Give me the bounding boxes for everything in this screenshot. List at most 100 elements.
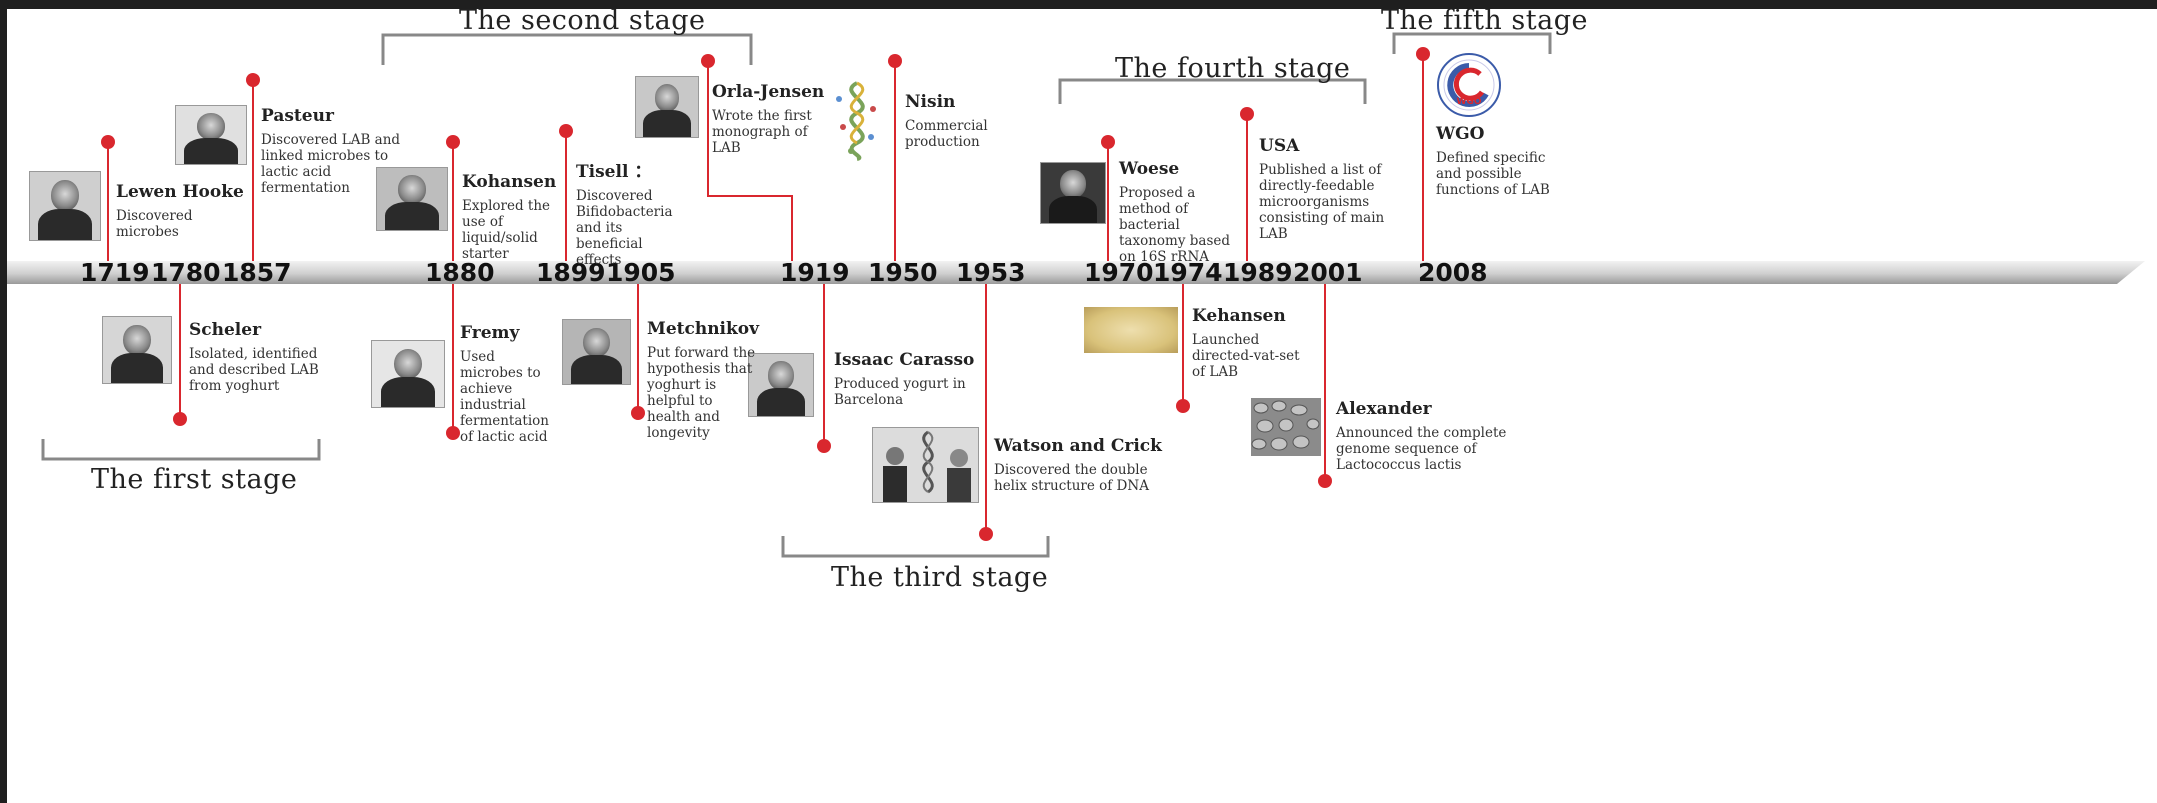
year-2008: 2008 bbox=[1418, 258, 1488, 287]
year-1899: 1899 bbox=[536, 258, 606, 287]
wgo-logo: WGO bbox=[1436, 52, 1502, 118]
connector-line-orla-jensen bbox=[707, 61, 793, 261]
year-1970: 1970 bbox=[1084, 258, 1154, 287]
timeline-axis bbox=[7, 261, 2145, 284]
kehansen-powder-photo bbox=[1084, 307, 1178, 353]
year-1905: 1905 bbox=[606, 258, 676, 287]
wgo-globe-icon bbox=[1437, 53, 1501, 117]
event-description: Launched directed-vat-set of LAB bbox=[1192, 332, 1300, 380]
marker-dot-kehansen bbox=[1176, 399, 1190, 413]
kohansen-portrait bbox=[376, 167, 448, 231]
metchnikov-portrait bbox=[562, 319, 631, 385]
marker-dot-usa bbox=[1240, 107, 1254, 121]
event-orla-jensen: Orla-Jensen Wrote the first monograph of… bbox=[712, 82, 825, 156]
event-name: WGO bbox=[1436, 124, 1485, 144]
event-woese: Woese Proposed a method of bacterial tax… bbox=[1119, 159, 1244, 265]
marker-dot-tisell bbox=[559, 124, 573, 138]
event-wgo: WGO Defined specific and possible functi… bbox=[1436, 124, 1556, 198]
marker-dot-pasteur bbox=[246, 73, 260, 87]
fifth-stage-bracket bbox=[1392, 32, 1552, 54]
first-stage-label: The first stage bbox=[91, 464, 298, 495]
event-lewen-hooke: Lewen Hooke Discovered microbes bbox=[116, 182, 244, 240]
event-fremy: Fremy Used microbes to achieve industria… bbox=[460, 323, 556, 445]
event-name: USA bbox=[1259, 136, 1300, 156]
marker-dot-watson-crick bbox=[979, 527, 993, 541]
second-stage-bracket bbox=[381, 33, 753, 65]
marker-dot-alexander bbox=[1318, 474, 1332, 488]
dna-model-icon bbox=[873, 428, 978, 502]
pasteur-portrait bbox=[175, 105, 247, 165]
first-stage-bracket bbox=[41, 439, 321, 461]
event-tisell: Tisell ： Discovered Bifidobacteria and i… bbox=[576, 157, 686, 268]
fifth-stage-label: The fifth stage bbox=[1381, 9, 1588, 36]
event-name: Kohansen bbox=[462, 172, 557, 192]
year-1919: 1919 bbox=[780, 258, 850, 287]
event-name: Metchnikov bbox=[647, 319, 760, 339]
year-1880: 1880 bbox=[425, 258, 495, 287]
event-kehansen: Kehansen Launched directed-vat-set of LA… bbox=[1192, 306, 1307, 380]
marker-dot-scheler bbox=[173, 412, 187, 426]
marker-dot-lewen-hooke bbox=[101, 135, 115, 149]
event-description: Isolated, identified and described LAB f… bbox=[189, 346, 319, 394]
year-2001: 2001 bbox=[1293, 258, 1363, 287]
woese-portrait bbox=[1040, 162, 1106, 224]
event-name: Orla-Jensen bbox=[712, 82, 825, 102]
fourth-stage-label: The fourth stage bbox=[1115, 53, 1351, 84]
event-name: Woese bbox=[1119, 159, 1180, 179]
event-alexander: Alexander Announced the complete genome … bbox=[1336, 399, 1511, 473]
event-name: Scheler bbox=[189, 320, 262, 340]
event-kohansen: Kohansen Explored the use of liquid/soli… bbox=[462, 172, 557, 262]
fremy-portrait bbox=[371, 340, 445, 408]
event-description: Produced yogurt in Barcelona bbox=[834, 376, 966, 408]
lewen-hooke-portrait bbox=[29, 171, 101, 241]
orla-jensen-portrait bbox=[635, 76, 699, 138]
nisin-molecule-illustration bbox=[836, 81, 876, 161]
event-description: Commercial production bbox=[905, 118, 988, 150]
event-name: Issaac Carasso bbox=[834, 350, 975, 370]
issaac-carasso-portrait bbox=[748, 353, 814, 417]
scheler-portrait bbox=[102, 316, 172, 384]
third-stage-bracket bbox=[781, 536, 1050, 558]
timeline-canvas: The first stage The second stage The thi… bbox=[7, 9, 2157, 803]
marker-dot-woese bbox=[1101, 135, 1115, 149]
event-description: Used microbes to achieve industrial ferm… bbox=[460, 349, 549, 445]
event-description: Put forward the hypothesis that yoghurt … bbox=[647, 345, 756, 441]
event-watson-crick: Watson and Crick Discovered the double h… bbox=[994, 436, 1162, 494]
event-name: Lewen Hooke bbox=[116, 182, 244, 202]
fourth-stage-bracket bbox=[1058, 78, 1367, 104]
event-issaac-carasso: Issaac Carasso Produced yogurt in Barcel… bbox=[834, 350, 974, 408]
year-1719: 1719 bbox=[80, 258, 150, 287]
year-1780: 1780 bbox=[151, 258, 221, 287]
event-name: Watson and Crick bbox=[994, 436, 1162, 456]
watson-crick-photo bbox=[872, 427, 979, 503]
event-description: Discovered LAB and linked microbes to la… bbox=[261, 132, 401, 196]
event-description: Explored the use of liquid/solid starter bbox=[462, 198, 551, 262]
event-description: Announced the complete genome sequence o… bbox=[1336, 425, 1507, 473]
year-1953: 1953 bbox=[956, 258, 1026, 287]
event-nisin: Nisin Commercial production bbox=[905, 92, 1005, 150]
event-description: Discovered Bifidobacteria and its benefi… bbox=[576, 188, 673, 268]
third-stage-label: The third stage bbox=[831, 562, 1049, 593]
second-stage-label: The second stage bbox=[459, 9, 706, 36]
year-1974: 1974 bbox=[1153, 258, 1223, 287]
marker-dot-orla-jensen bbox=[701, 54, 715, 68]
event-pasteur: Pasteur Discovered LAB and linked microb… bbox=[261, 106, 401, 196]
event-description: Defined specific and possible functions … bbox=[1436, 150, 1550, 198]
event-description: Discovered microbes bbox=[116, 208, 193, 240]
marker-dot-wgo bbox=[1416, 47, 1430, 61]
event-description: Wrote the first monograph of LAB bbox=[712, 108, 812, 156]
timeline-graphics bbox=[7, 32, 2145, 558]
marker-dot-metchnikov bbox=[631, 406, 645, 420]
marker-dot-kohansen bbox=[446, 135, 460, 149]
event-name: Pasteur bbox=[261, 106, 334, 126]
event-description: Proposed a method of bacterial taxonomy … bbox=[1119, 185, 1231, 265]
marker-dot-issaac-carasso bbox=[817, 439, 831, 453]
event-name: Fremy bbox=[460, 323, 520, 343]
alexander-bacteria-micrograph bbox=[1251, 398, 1321, 456]
marker-dot-fremy bbox=[446, 426, 460, 440]
event-metchnikov: Metchnikov Put forward the hypothesis th… bbox=[647, 319, 760, 441]
event-name: Tisell ： bbox=[576, 162, 652, 182]
year-1950: 1950 bbox=[868, 258, 938, 287]
event-name: Alexander bbox=[1336, 399, 1432, 419]
marker-dot-nisin bbox=[888, 54, 902, 68]
